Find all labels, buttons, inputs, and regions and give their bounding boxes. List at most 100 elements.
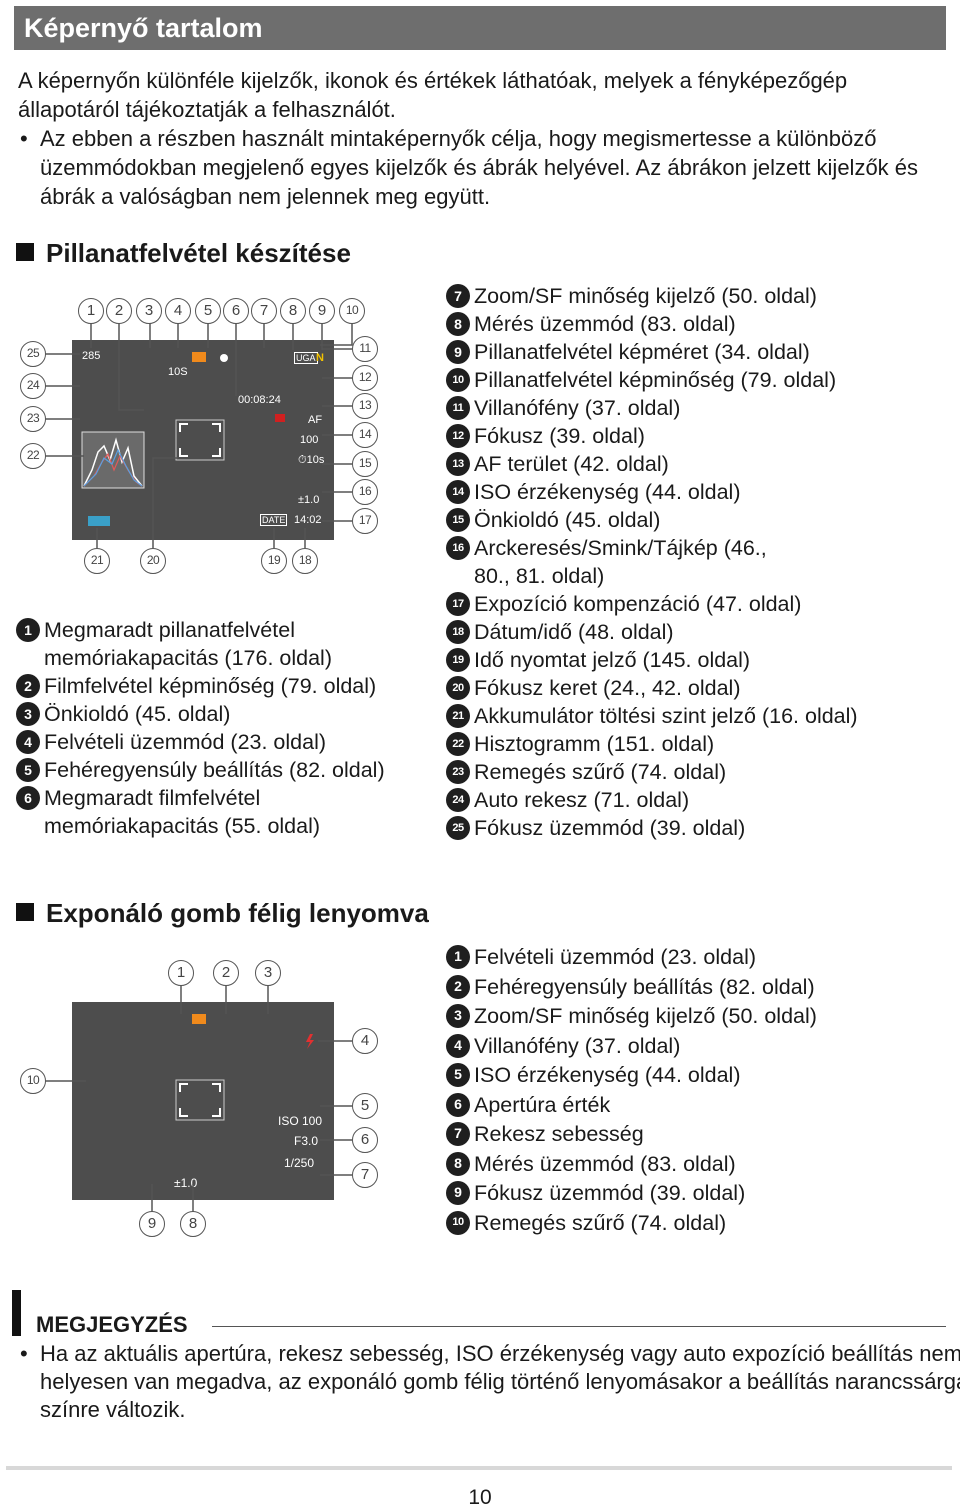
list-item-text: Expozíció kompenzáció (47. oldal) [474,592,802,616]
intro-paragraph: A képernyőn különféle kijelzők, ikonok é… [18,68,848,122]
list-item-text: Felvételi üzemmód (23. oldal) [44,730,327,754]
number-badge: 19 [446,648,470,672]
list-item-text: Akkumulátor töltési szint jelző (16. old… [474,704,858,728]
list-item-text: Apertúra érték [474,1092,611,1117]
list-item-text: Önkioldó (45. oldal) [44,702,231,726]
camera-mode-icon-2 [192,1014,206,1024]
callout-2-6: 6 [352,1127,378,1153]
iso-readout-2: ISO 100 [278,1114,323,1128]
note-divider [212,1326,946,1327]
number-badge: 5 [446,1063,470,1087]
callout-24: 24 [20,373,46,399]
callout-17: 17 [352,508,378,534]
callout-4: 4 [165,298,191,324]
list-item-text: Fehéregyensúly beállítás (82. oldal) [474,974,815,999]
list-item-text: ISO érzékenység (44. oldal) [474,480,741,504]
flash-icon [306,1034,314,1049]
callout-18: 18 [292,548,318,574]
record-indicator-icon [275,414,285,422]
list-item-text: Remegés szűrő (74. oldal) [474,760,727,784]
number-badge: 8 [446,312,470,336]
callout-2-5: 5 [352,1093,378,1119]
movie-time-readout: 00:08:24 [238,394,281,406]
number-badge: 13 [446,452,470,476]
list-item-text: Megmaradt filmfelvétel memóriakapacitás … [44,786,321,838]
note-text: Ha az aktuális apertúra, rekesz sebesség… [18,1340,960,1424]
number-badge: 1 [16,618,40,642]
number-badge: 1 [446,945,470,969]
number-badge: 4 [446,1033,470,1058]
list-item-text: Idő nyomtat jelző (145. oldal) [474,648,751,672]
intro-bullet: Az ebben a részben használt mintaképerny… [18,124,948,211]
number-badge: 24 [446,788,470,812]
camera-mode-icon [192,352,206,362]
list-item-text: Mérés üzemmód (83. oldal) [474,312,736,336]
section-heading-halfpress: Exponáló gomb félig lenyomva [16,898,429,929]
number-badge: 22 [446,732,470,756]
date-stamp-badge: DATE [260,514,288,526]
square-bullet-icon [16,903,34,921]
number-badge: 9 [446,1181,470,1205]
number-badge: 10 [446,1210,470,1235]
number-badge: 21 [446,704,470,728]
callout-2-4: 4 [352,1028,378,1054]
list-item-text: Fókusz üzemmód (39. oldal) [474,1181,746,1205]
callout-14: 14 [352,422,378,448]
callout-13: 13 [352,393,378,419]
callout-2-1: 1 [168,960,194,986]
number-badge: 25 [446,816,470,840]
number-badge: 8 [446,1151,470,1176]
callout-lines-1 [45,323,353,548]
callout-1: 1 [78,298,104,324]
battery-icon [88,516,110,526]
shutter-readout: 1/250 [284,1156,315,1170]
list-item-text: Pillanatfelvétel képminőség (79. oldal) [474,368,837,392]
callout-15: 15 [352,451,378,477]
callout-9: 9 [309,298,335,324]
list-item-text: Dátum/idő (48. oldal) [474,620,674,644]
square-bullet-icon [16,243,34,261]
number-badge: 7 [446,284,470,308]
af-area-readout: AF [308,414,323,426]
section-heading-text: Exponáló gomb félig lenyomva [46,898,429,928]
list-item-text: Fókusz üzemmód (39. oldal) [474,816,746,840]
callout-2-8: 8 [180,1211,206,1237]
list-item-text: Rekesz sebesség [474,1122,644,1146]
callout-7: 7 [251,298,277,324]
list-item-text: AF terület (42. oldal) [474,452,669,476]
callout-25: 25 [20,341,46,367]
callout-2-10: 10 [20,1068,46,1094]
number-badge: 7 [446,1122,470,1146]
callout-12: 12 [352,365,378,391]
quality-badge: N [316,352,324,364]
list-item-text: Fókusz (39. oldal) [474,424,645,448]
number-badge: 20 [446,676,470,700]
focus-frame [175,419,225,461]
callout-8: 8 [280,298,306,324]
list-item-text: Önkioldó (45. oldal) [474,508,661,532]
number-badge: 2 [16,674,40,698]
list-item-text: ISO érzékenység (44. oldal) [474,1063,741,1087]
clock-readout: 14:02 [294,514,322,526]
selftimer-readout: 10S [168,366,188,378]
list-item-text: Hisztogramm (151. oldal) [474,732,715,756]
